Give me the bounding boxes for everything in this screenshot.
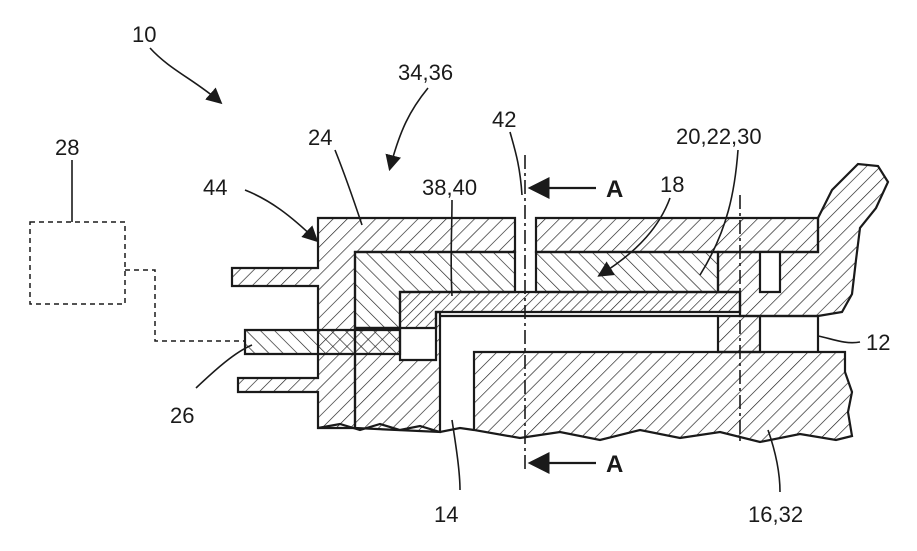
section-label-bottom: A	[606, 451, 623, 478]
control-unit-box	[30, 222, 125, 304]
control-connection-line	[125, 270, 245, 341]
label-24: 24	[308, 125, 332, 150]
label-28: 28	[55, 135, 79, 160]
rotor-part	[474, 352, 852, 442]
label-18: 18	[660, 172, 684, 197]
label-34-36: 34,36	[398, 60, 453, 85]
label-20-22-30: 20,22,30	[676, 124, 762, 149]
label-12: 12	[866, 330, 890, 355]
label-10: 10	[132, 22, 156, 47]
leader-38-40	[451, 200, 452, 296]
end-housing-step	[760, 252, 780, 292]
leader-24	[335, 150, 362, 225]
label-38-40: 38,40	[422, 175, 477, 200]
upper-cover-part	[536, 218, 818, 252]
leader-34-36	[390, 88, 428, 168]
section-label-top: A	[606, 176, 623, 203]
leader-12	[818, 336, 860, 343]
label-44: 44	[203, 175, 227, 200]
leader-42	[510, 132, 522, 195]
ring-part-right	[536, 252, 718, 292]
shaft-part	[245, 330, 400, 354]
leader-44	[245, 190, 316, 240]
gap-line-bottom	[760, 316, 818, 352]
sleeve-part	[400, 292, 740, 328]
label-42: 42	[492, 107, 516, 132]
label-14: 14	[434, 502, 458, 527]
label-16-32: 16,32	[748, 502, 803, 527]
label-26: 26	[170, 403, 194, 428]
leader-14	[452, 420, 460, 490]
bearing-block	[718, 316, 760, 352]
leader-10	[150, 48, 220, 102]
